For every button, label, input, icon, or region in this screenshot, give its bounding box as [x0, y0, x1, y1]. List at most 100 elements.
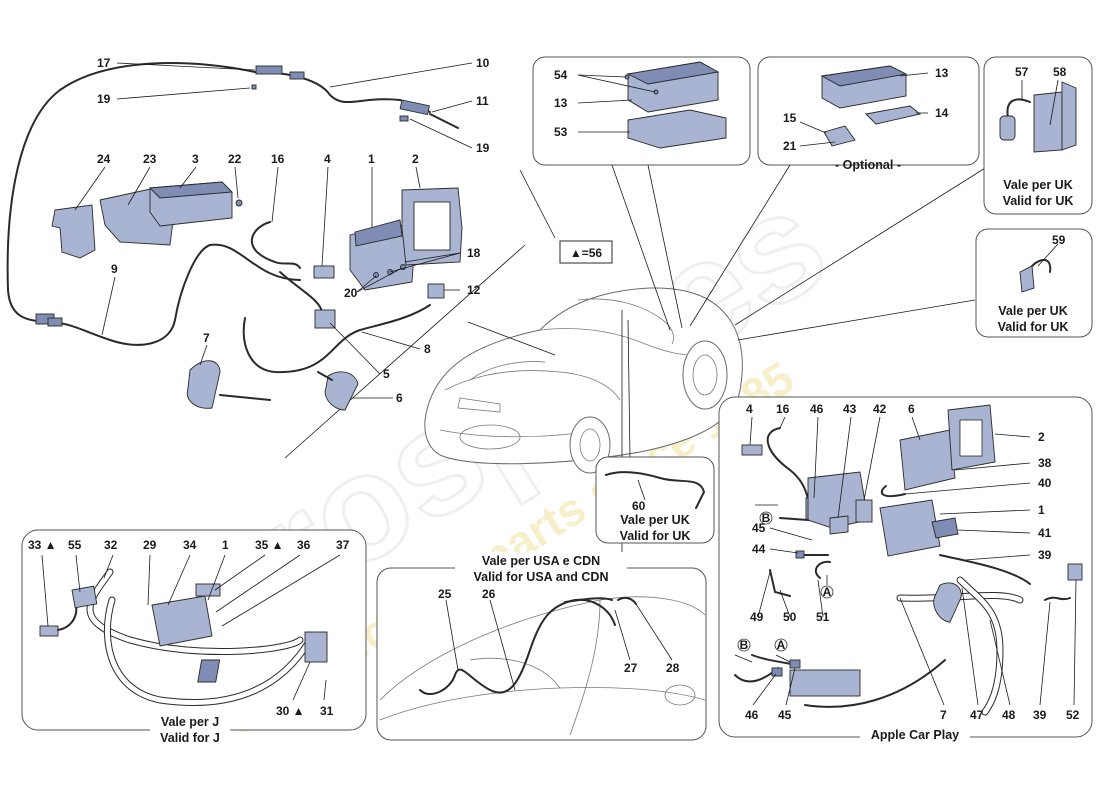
callout-46b: 46: [745, 708, 759, 722]
callout-37: 37: [336, 538, 350, 552]
callout-40: 40: [1038, 476, 1052, 490]
callout-13-opt: 13: [935, 66, 949, 80]
callout-34: 34: [183, 538, 197, 552]
car-illustration: [424, 287, 743, 474]
callout-7: 7: [203, 331, 210, 345]
uk-60-caption-en: Valid for UK: [620, 529, 691, 543]
callout-44: 44: [752, 542, 766, 556]
circled-a-1: A: [823, 585, 832, 599]
callout-22: 22: [228, 152, 242, 166]
main-parts: [6, 62, 463, 411]
callout-8: 8: [424, 342, 431, 356]
callout-16: 16: [271, 152, 285, 166]
callout-18: 18: [467, 246, 481, 260]
callout-53: 53: [554, 125, 568, 139]
callout-19b: 19: [476, 141, 490, 155]
callout-33: 33 ▲: [28, 538, 57, 552]
callout-54: 54: [554, 68, 568, 82]
callout-47: 47: [970, 708, 984, 722]
callout-15: 15: [783, 111, 797, 125]
callout-50: 50: [783, 610, 797, 624]
usa-caption-it: Vale per USA e CDN: [482, 554, 600, 568]
panel-uk-mid: 59 Vale per UK Valid for UK: [975, 228, 1093, 338]
triangle-note-text: ▲=56: [570, 246, 603, 260]
callout-1: 1: [368, 152, 375, 166]
callout-46-acp: 46: [810, 402, 824, 416]
j-caption-en: Valid for J: [160, 731, 220, 745]
callout-51: 51: [816, 610, 830, 624]
uk-mid-caption-it: Vale per UK: [998, 304, 1067, 318]
callout-1-acp: 1: [1038, 503, 1045, 517]
callout-13-top: 13: [554, 96, 568, 110]
callout-27: 27: [624, 661, 638, 675]
callout-49: 49: [750, 610, 764, 624]
circled-b-2: B: [740, 638, 749, 652]
optional-caption: - Optional -: [835, 158, 901, 172]
callout-16-acp: 16: [776, 402, 790, 416]
callout-7-acp: 7: [940, 708, 947, 722]
callout-55: 55: [68, 538, 82, 552]
callout-5: 5: [383, 367, 390, 381]
callout-24: 24: [97, 152, 111, 166]
circled-b-1: B: [762, 511, 771, 525]
callout-30: 30 ▲: [276, 704, 305, 718]
callout-39a: 39: [1038, 548, 1052, 562]
callout-4: 4: [324, 152, 331, 166]
callout-59: 59: [1052, 233, 1066, 247]
callout-11: 11: [476, 94, 489, 108]
callout-32: 32: [104, 538, 118, 552]
callout-2: 2: [412, 152, 419, 166]
j-caption-it: Vale per J: [161, 715, 219, 729]
callout-6-acp: 6: [908, 402, 915, 416]
usa-caption-en: Valid for USA and CDN: [474, 570, 609, 584]
callout-36: 36: [297, 538, 311, 552]
main-callout-labels: 17 10 11 19 19 24 23 3 22 16 4 1 2 18 20…: [97, 56, 490, 405]
callout-39b: 39: [1033, 708, 1047, 722]
callout-26: 26: [482, 587, 496, 601]
uk-top-caption-it: Vale per UK: [1003, 178, 1072, 192]
callout-28: 28: [666, 661, 680, 675]
callout-23: 23: [143, 152, 157, 166]
callout-9: 9: [111, 262, 118, 276]
panel-uk-top: 57 58 Vale per UK Valid for UK: [983, 56, 1093, 215]
panel-optional: 13 14 15 21 - Optional -: [757, 56, 980, 172]
callout-38: 38: [1038, 456, 1052, 470]
callout-35: 35 ▲: [255, 538, 284, 552]
callout-43: 43: [843, 402, 857, 416]
callout-45b: 45: [778, 708, 792, 722]
callout-10: 10: [476, 56, 490, 70]
callout-19a: 19: [97, 92, 111, 106]
callout-21: 21: [783, 139, 797, 153]
callout-29: 29: [143, 538, 157, 552]
callout-12: 12: [467, 283, 481, 297]
apple-car-play-caption: Apple Car Play: [871, 728, 959, 742]
main-leaders: [74, 62, 473, 399]
panel-j: 33 ▲ 55 32 29 34 1 35 ▲ 36 37 30 ▲ 31 Va…: [21, 529, 367, 746]
callout-58: 58: [1053, 65, 1067, 79]
callout-31: 31: [320, 704, 334, 718]
panel-top-unit: 54 13 53: [532, 56, 751, 166]
callout-4-acp: 4: [746, 402, 753, 416]
callout-1-j: 1: [222, 538, 229, 552]
callout-6: 6: [396, 391, 403, 405]
callout-17: 17: [97, 56, 111, 70]
callout-52: 52: [1066, 708, 1080, 722]
callout-3: 3: [192, 152, 199, 166]
panel-uk-60: 60 Vale per UK Valid for UK: [595, 456, 715, 544]
uk-60-caption-it: Vale per UK: [620, 513, 689, 527]
callout-60: 60: [632, 499, 646, 513]
callout-57: 57: [1015, 65, 1029, 79]
callout-20: 20: [344, 286, 358, 300]
callout-14: 14: [935, 106, 949, 120]
uk-top-caption-en: Valid for UK: [1003, 194, 1074, 208]
uk-mid-caption-en: Valid for UK: [998, 320, 1069, 334]
circled-a-2: A: [777, 638, 786, 652]
callout-2-acp: 2: [1038, 430, 1045, 444]
callout-25: 25: [438, 587, 452, 601]
triangle-note: ▲=56: [559, 240, 613, 264]
callout-48: 48: [1002, 708, 1016, 722]
callout-45a: 45: [752, 521, 766, 535]
callout-42: 42: [873, 402, 887, 416]
panel-apple-car-play: 4 16 46 43 42 6 2 38 40 1 41 39 45 44 49…: [718, 396, 1093, 743]
